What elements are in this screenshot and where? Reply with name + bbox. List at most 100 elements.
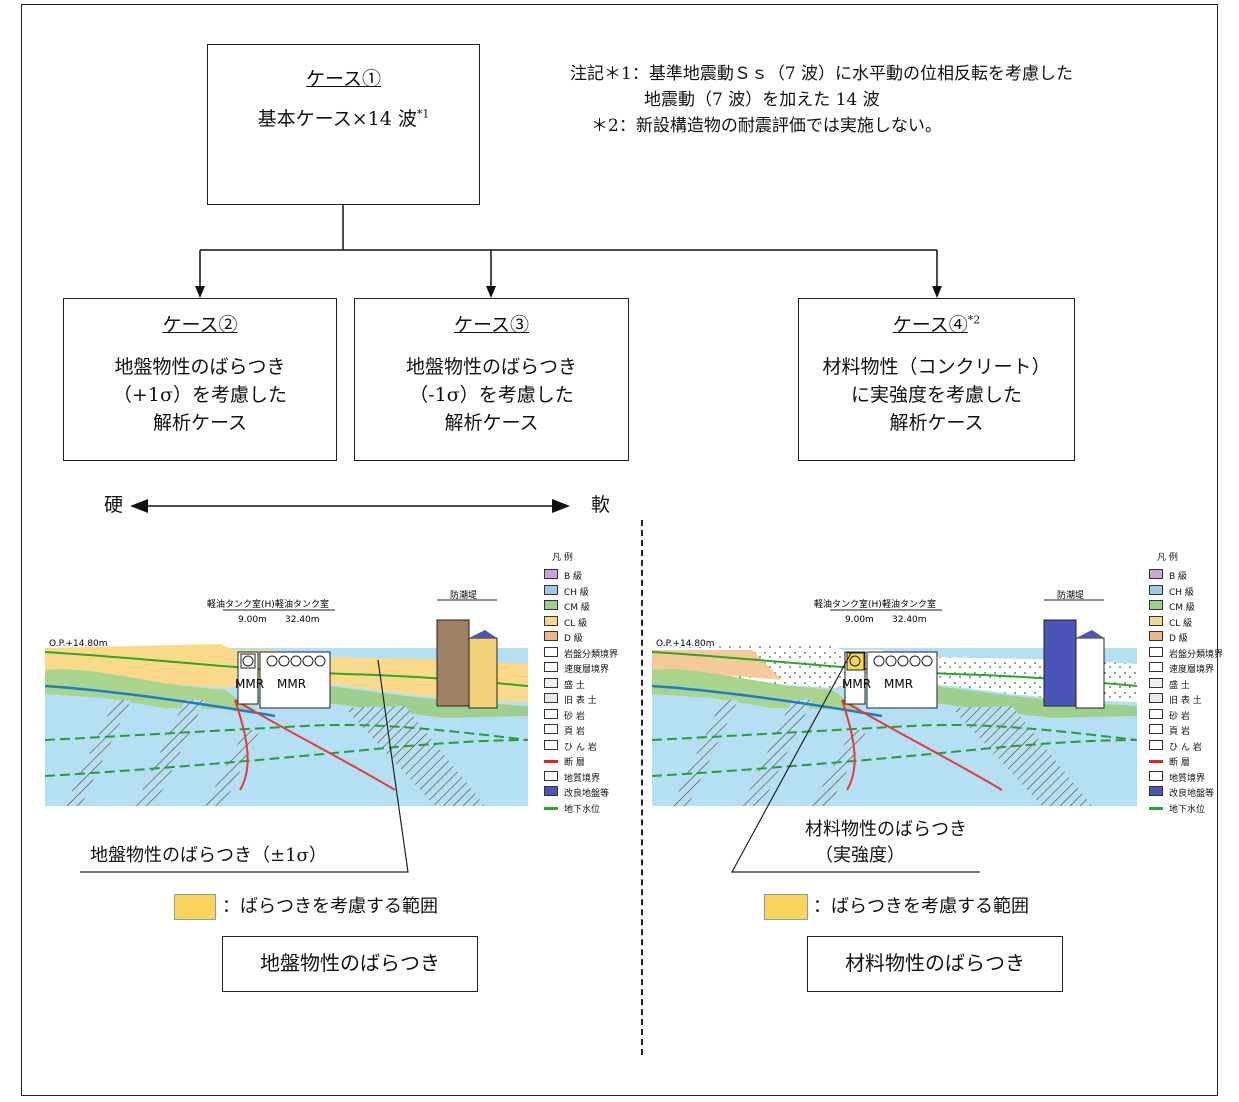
left-mmr1-label: MMR [235, 677, 264, 691]
legend-item: 盛 土 [544, 677, 634, 691]
case1-title: ケース① [305, 68, 382, 90]
note1-line1: 注記＊1：基準地震動Ｓｓ（7 波）に水平動の位相反転を考慮した [570, 62, 1073, 86]
case4-line3: 解析ケース [889, 412, 984, 434]
legend-item: 砂 岩 [544, 708, 634, 722]
legend-swatch [1149, 662, 1163, 672]
right-mmr1-label: MMR [842, 677, 871, 691]
legend-label: CM 級 [564, 603, 590, 613]
right-legend-title: 凡 例 [1157, 553, 1178, 563]
legend-swatch [544, 646, 558, 657]
right-dim1-label: 9.00m [845, 615, 874, 625]
left-op-label: O.P.+14.80m [49, 639, 108, 649]
legend-label: ひ ん 岩 [564, 742, 597, 753]
left-callout-line [80, 659, 409, 873]
case4-box: ケース④*2 材料物性（コンクリート） に実強度を考慮した 解析ケース [798, 298, 1075, 461]
left-callout-text: 地盤物性のばらつき（±1σ） [90, 845, 327, 866]
case3-box: ケース③ 地盤物性のばらつき （-1σ）を考慮した 解析ケース [354, 298, 629, 461]
legend-item: 砂 岩 [1149, 708, 1239, 722]
legend-swatch [544, 786, 558, 796]
case2-line2: （+1σ）を考慮した [113, 384, 287, 406]
legend-item: 改良地盤等 [1149, 785, 1239, 799]
case3-title: ケース③ [453, 314, 530, 336]
legend-label: D 級 [1169, 634, 1188, 644]
legend-label: 盛 土 [564, 680, 585, 691]
legend-label: 頁 岩 [564, 727, 585, 737]
legend-label: 改良地盤等 [564, 789, 610, 799]
legend-item: D 級 [544, 630, 634, 644]
legend-label: CH 級 [564, 587, 589, 598]
right-wall-label: 防潮堤 [1057, 590, 1084, 601]
legend-swatch [544, 770, 558, 781]
legend-label: 砂 岩 [1169, 711, 1190, 722]
legend-label: 地下水位 [1169, 804, 1206, 815]
legend-swatch [544, 569, 558, 579]
legend-item: B 級 [1149, 568, 1239, 582]
right-section-diagram: O.P.+14.80m 軽油タンク室(H) 軽油タンク室 9.00m 32.40… [652, 590, 1137, 806]
legend-item: CL 級 [544, 615, 634, 629]
legend-swatch [544, 584, 558, 595]
note2-text: 新設構造物の耐震評価では実施しない。 [635, 116, 942, 136]
case2-line3: 解析ケース [152, 412, 248, 434]
legend-swatch [1149, 600, 1163, 610]
case2-line1: 地盤物性のばらつき [114, 356, 286, 378]
case1-body-line: 基本ケース×14 波*1 [208, 105, 479, 133]
case4-line1: 材料物性（コンクリート） [822, 356, 1051, 378]
right-label-box: 材料物性のばらつき [807, 936, 1063, 992]
scale-arrow [130, 499, 570, 513]
left-dim2-label: 32.40m [285, 615, 320, 625]
case1-body: 基本ケース×14 波 [257, 108, 417, 130]
case4-title-line: ケース④*2 [799, 311, 1074, 339]
legend-swatch [544, 806, 558, 810]
right-mmr2-label: MMR [884, 677, 913, 691]
legend-label: CM 級 [1169, 603, 1195, 613]
legend-label: D 級 [564, 634, 583, 644]
legend-swatch [544, 600, 558, 610]
legend-label: CL 級 [1169, 618, 1193, 629]
left-mmr2-label: MMR [277, 677, 306, 691]
left-range-text: ：ばらつきを考慮する範囲 [222, 896, 438, 917]
right-dim2-label: 32.40m [892, 615, 927, 625]
legend-swatch [1149, 569, 1163, 579]
right-callout-text1: 材料物性のばらつき [805, 819, 967, 840]
legend-swatch [1149, 631, 1163, 641]
legend-item: 速度層境界 [544, 661, 634, 675]
right-callout-text2: （実強度） [815, 845, 905, 866]
legend-swatch [544, 631, 558, 641]
legend-item: 改良地盤等 [544, 785, 634, 799]
legend-item: ひ ん 岩 [1149, 739, 1239, 753]
legend-label: B 級 [564, 572, 583, 582]
right-label-text: 材料物性のばらつき [845, 951, 1025, 975]
legend-swatch [544, 708, 558, 719]
left-section-diagram: O.P.+14.80m 軽油タンク室(H) 軽油タンク室 9.00m 32.40… [45, 590, 528, 806]
legend-label: 旧 表 土 [1169, 696, 1202, 706]
legend-swatch [544, 677, 558, 688]
legend-swatch [1149, 806, 1163, 810]
case2-title: ケース② [162, 314, 238, 336]
legend-label: 速度層境界 [564, 665, 610, 675]
legend-item: 地下水位 [544, 801, 634, 815]
left-range-swatch [174, 894, 216, 920]
left-dim1-label: 9.00m [238, 615, 267, 625]
legend-item: 頁 岩 [544, 723, 634, 737]
legend-swatch [544, 662, 558, 672]
legend-swatch [1149, 615, 1163, 626]
legend-swatch [1149, 677, 1163, 688]
legend-label: 地下水位 [564, 804, 601, 815]
legend-item: 地質境界 [544, 770, 634, 784]
scale-hard-label: 硬 [104, 494, 124, 516]
left-room2-label: 軽油タンク室 [275, 598, 329, 610]
legend-item: 断 層 [544, 754, 634, 768]
left-legend-title: 凡 例 [552, 553, 573, 563]
legend-label: 盛 土 [1169, 680, 1190, 691]
legend-label: 砂 岩 [564, 711, 585, 722]
legend-swatch [1149, 724, 1163, 734]
legend-label: 頁 岩 [1169, 727, 1190, 737]
legend-label: 速度層境界 [1169, 665, 1215, 675]
legend-label: 岩盤分類境界 [564, 649, 619, 660]
case4-line2: に実強度を考慮した [850, 384, 1022, 406]
legend-item: 地下水位 [1149, 801, 1239, 815]
legend-item: D 級 [1149, 630, 1239, 644]
legend-item: CM 級 [1149, 599, 1239, 613]
note2-label: ＊2： [591, 116, 636, 136]
legend-swatch [544, 739, 558, 750]
